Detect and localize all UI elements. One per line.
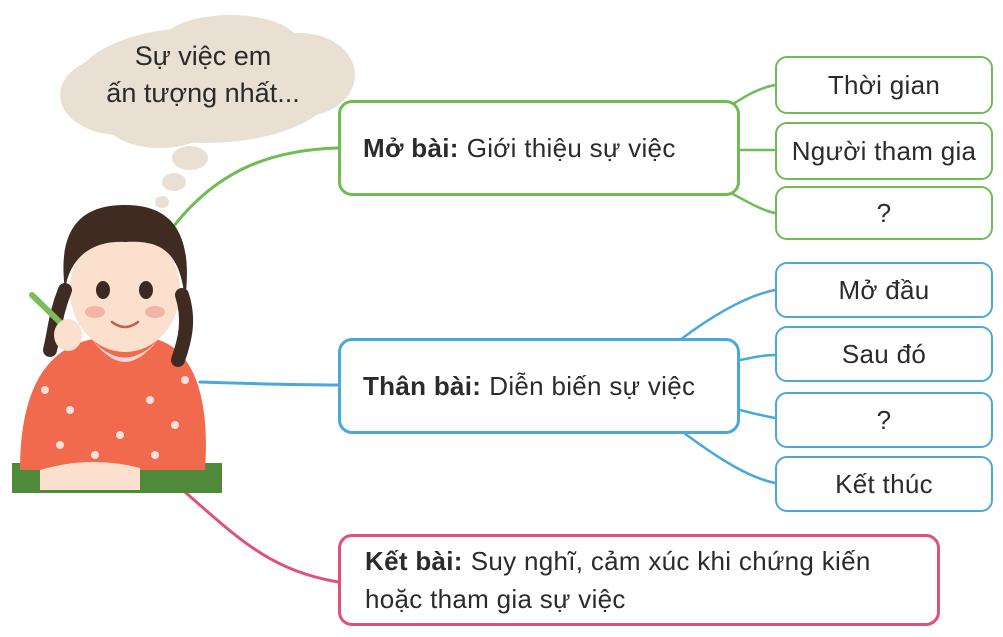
connector-sau-do	[738, 353, 777, 362]
than-bai-child-ket-thuc: Kết thúc	[775, 456, 993, 512]
than-bai-node: Thân bài: Diễn biến sự việc	[338, 338, 740, 434]
than-bai-child-sau-do: Sau đó	[775, 326, 993, 382]
ket-bai-line-1: Kết bài:Suy nghĩ, cảm xúc khi chứng kiến	[365, 542, 871, 580]
thought-line-1: Sự việc em	[134, 41, 272, 71]
than-bai-label: Thân bài:	[363, 370, 482, 401]
connector-ket-thuc	[678, 428, 777, 485]
thought-line-2: ấn tượng nhất...	[106, 78, 300, 108]
child-label: Người tham gia	[791, 135, 977, 166]
mo-bai-text: Giới thiệu sự việc	[466, 132, 676, 163]
mo-bai-child-nguoi-tham-gia: Người tham gia	[775, 122, 993, 180]
ket-bai-text-2: hoặc tham gia sự việc	[365, 584, 626, 614]
child-label: Mở đầu	[838, 274, 930, 305]
girl-thinking-illustration	[12, 205, 222, 493]
thought-bubble-text: Sự việc em ấn tượng nhất...	[98, 38, 308, 112]
connector-mo-dau	[678, 288, 777, 342]
ket-bai-node: Kết bài:Suy nghĩ, cảm xúc khi chứng kiến…	[338, 534, 940, 626]
than-bai-child-mo-dau: Mở đầu	[775, 262, 993, 318]
child-label: Sau đó	[841, 338, 927, 369]
mo-bai-node: Mở bài: Giới thiệu sự việc	[338, 100, 740, 196]
connector-than-bai-question	[738, 408, 777, 420]
connector-mo-bai	[158, 146, 340, 247]
thought-bubble-icon	[60, 15, 355, 208]
than-bai-child-question: ?	[775, 392, 993, 448]
mo-bai-child-question: ?	[775, 186, 993, 240]
ket-bai-text-1: Suy nghĩ, cảm xúc khi chứng kiến	[470, 546, 871, 576]
child-label: ?	[876, 404, 892, 435]
connector-than-bai	[198, 380, 340, 387]
child-label: ?	[876, 197, 892, 228]
than-bai-text: Diễn biến sự việc	[489, 370, 696, 401]
mo-bai-child-thoi-gian: Thời gian	[775, 56, 993, 114]
ket-bai-label: Kết bài:	[365, 546, 463, 576]
connector-ket-bai	[183, 490, 340, 584]
child-label: Thời gian	[827, 69, 941, 100]
mo-bai-label: Mở bài:	[363, 132, 459, 163]
child-label: Kết thúc	[835, 468, 933, 499]
